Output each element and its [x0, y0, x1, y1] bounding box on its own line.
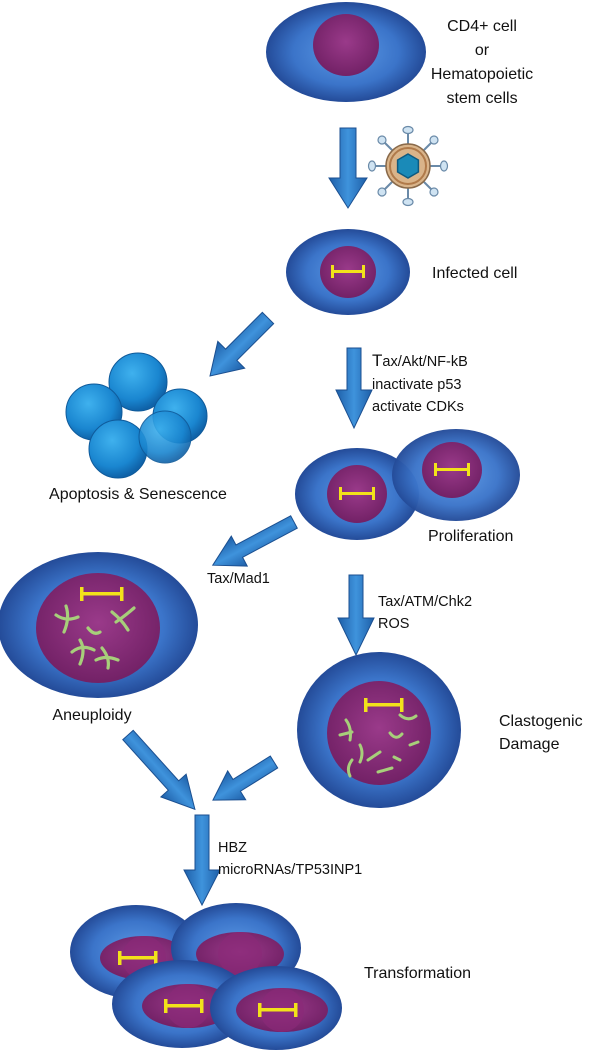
transformed-cells: [70, 903, 342, 1050]
aneuploid-cell: [0, 552, 198, 698]
arrow-to-aneuploidy: [211, 515, 298, 567]
apoptotic-bodies: [65, 352, 208, 479]
clastogenic-line1: Clastogenic: [499, 713, 583, 730]
pathway1-line3: activate CDKs: [372, 399, 464, 415]
down-arrow-3: [337, 574, 375, 657]
arrow-from-aneuploidy: [122, 729, 196, 811]
atm-line2: ROS: [378, 616, 409, 632]
proliferation-label: Proliferation: [428, 528, 513, 545]
start-label-4: stem cells: [446, 90, 517, 107]
chromosome-fragments: [338, 713, 420, 778]
start-label-1: CD4+ cell: [447, 18, 517, 35]
start-label-3: Hematopoietic: [431, 66, 533, 83]
infected-cell: [286, 229, 410, 315]
hbz-line1: HBZ: [218, 840, 247, 856]
apoptosis-label: Apoptosis & Senescence: [49, 486, 227, 503]
aneuploidy-label: Aneuploidy: [52, 707, 131, 724]
pathway1-line2: inactivate p53: [372, 377, 461, 393]
hbz-line2: microRNAs/TP53INP1: [218, 862, 362, 878]
start-label-2: or: [475, 42, 490, 59]
clastogenic-cell: [297, 652, 461, 808]
infected-label: Infected cell: [432, 265, 517, 282]
chromatid: [331, 265, 365, 278]
clastogenic-line2: Damage: [499, 736, 560, 753]
transformation-label: Transformation: [364, 965, 471, 982]
down-arrow-2: [335, 347, 373, 430]
atm-line1: Tax/ATM/Chk2: [378, 594, 472, 610]
proliferating-cells: [295, 429, 520, 540]
chromosomes: [54, 604, 136, 670]
arrow-from-clastogenic: [212, 755, 279, 801]
virus-icon: [367, 125, 449, 207]
down-arrow-4: [183, 814, 221, 907]
nucleus: [313, 14, 379, 76]
pathway1-line1: Tax/Akt/NF-kB: [372, 351, 468, 370]
cd4-cell: [266, 2, 426, 102]
arrow-to-apoptosis: [209, 311, 275, 377]
down-arrow-1: [328, 127, 368, 209]
mad1-label: Tax/Mad1: [207, 571, 270, 587]
